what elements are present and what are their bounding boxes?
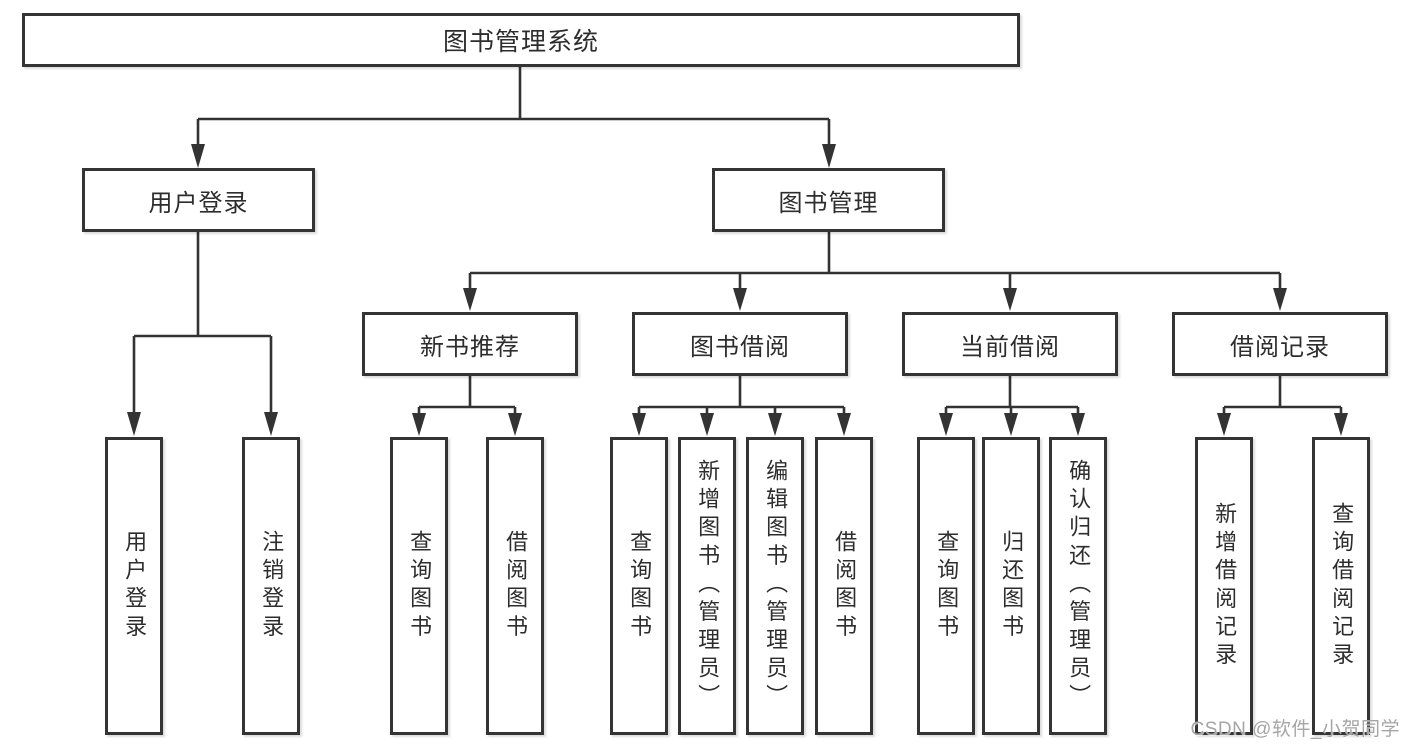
- leaf-borrow-books-recommend: 借阅图书: [486, 437, 544, 735]
- node-label: 图书管理: [778, 189, 879, 217]
- node-book-borrowing: 图书借阅: [632, 312, 848, 376]
- node-new-book-recommendation: 新书推荐: [362, 312, 578, 376]
- node-label: 借阅记录: [1230, 333, 1330, 361]
- node-label: 查询借阅记录: [1329, 501, 1355, 671]
- node-label: 确认归还（管理员）: [1066, 459, 1092, 713]
- csdn-watermark: CSDN @软件_小贺同学: [1190, 719, 1400, 740]
- node-label: 编辑图书（管理员）: [763, 459, 789, 713]
- node-label: 查询图书: [934, 529, 960, 643]
- node-label: 查询图书: [627, 529, 653, 643]
- node-label: 用户登录: [148, 189, 249, 217]
- node-book-management: 图书管理: [712, 168, 945, 232]
- leaf-return-book: 归还图书: [982, 437, 1040, 735]
- node-label: 图书借阅: [690, 333, 790, 361]
- node-label: 当前借阅: [960, 333, 1060, 361]
- leaf-add-book-admin: 新增图书（管理员）: [678, 437, 736, 735]
- leaf-query-borrow-record: 查询借阅记录: [1312, 437, 1370, 735]
- leaf-query-books-current: 查询图书: [917, 437, 975, 735]
- node-label: 归还图书: [999, 529, 1025, 643]
- node-label: 用户登录: [122, 529, 148, 643]
- leaf-borrow-books: 借阅图书: [815, 437, 873, 735]
- node-label: 借阅图书: [832, 529, 858, 643]
- node-label: 新增图书（管理员）: [695, 459, 721, 713]
- node-label: 注销登录: [259, 529, 285, 643]
- node-label: 借阅图书: [503, 529, 529, 643]
- node-borrowing-records: 借阅记录: [1172, 312, 1388, 376]
- node-root-book-management-system: 图书管理系统: [22, 13, 1020, 67]
- node-label: 图书管理系统: [442, 28, 599, 56]
- leaf-add-borrow-record: 新增借阅记录: [1195, 437, 1253, 735]
- node-label: 查询图书: [407, 529, 433, 643]
- leaf-confirm-return-admin: 确认归还（管理员）: [1049, 437, 1107, 735]
- node-label: 新书推荐: [420, 333, 520, 361]
- leaf-query-books-recommend: 查询图书: [390, 437, 448, 735]
- leaf-edit-book-admin: 编辑图书（管理员）: [746, 437, 804, 735]
- leaf-query-books-borrow: 查询图书: [610, 437, 668, 735]
- leaf-logout: 注销登录: [242, 437, 300, 735]
- node-user-login: 用户登录: [82, 168, 315, 232]
- node-current-borrowing: 当前借阅: [902, 312, 1118, 376]
- node-label: 新增借阅记录: [1212, 501, 1238, 671]
- leaf-user-login: 用户登录: [105, 437, 163, 735]
